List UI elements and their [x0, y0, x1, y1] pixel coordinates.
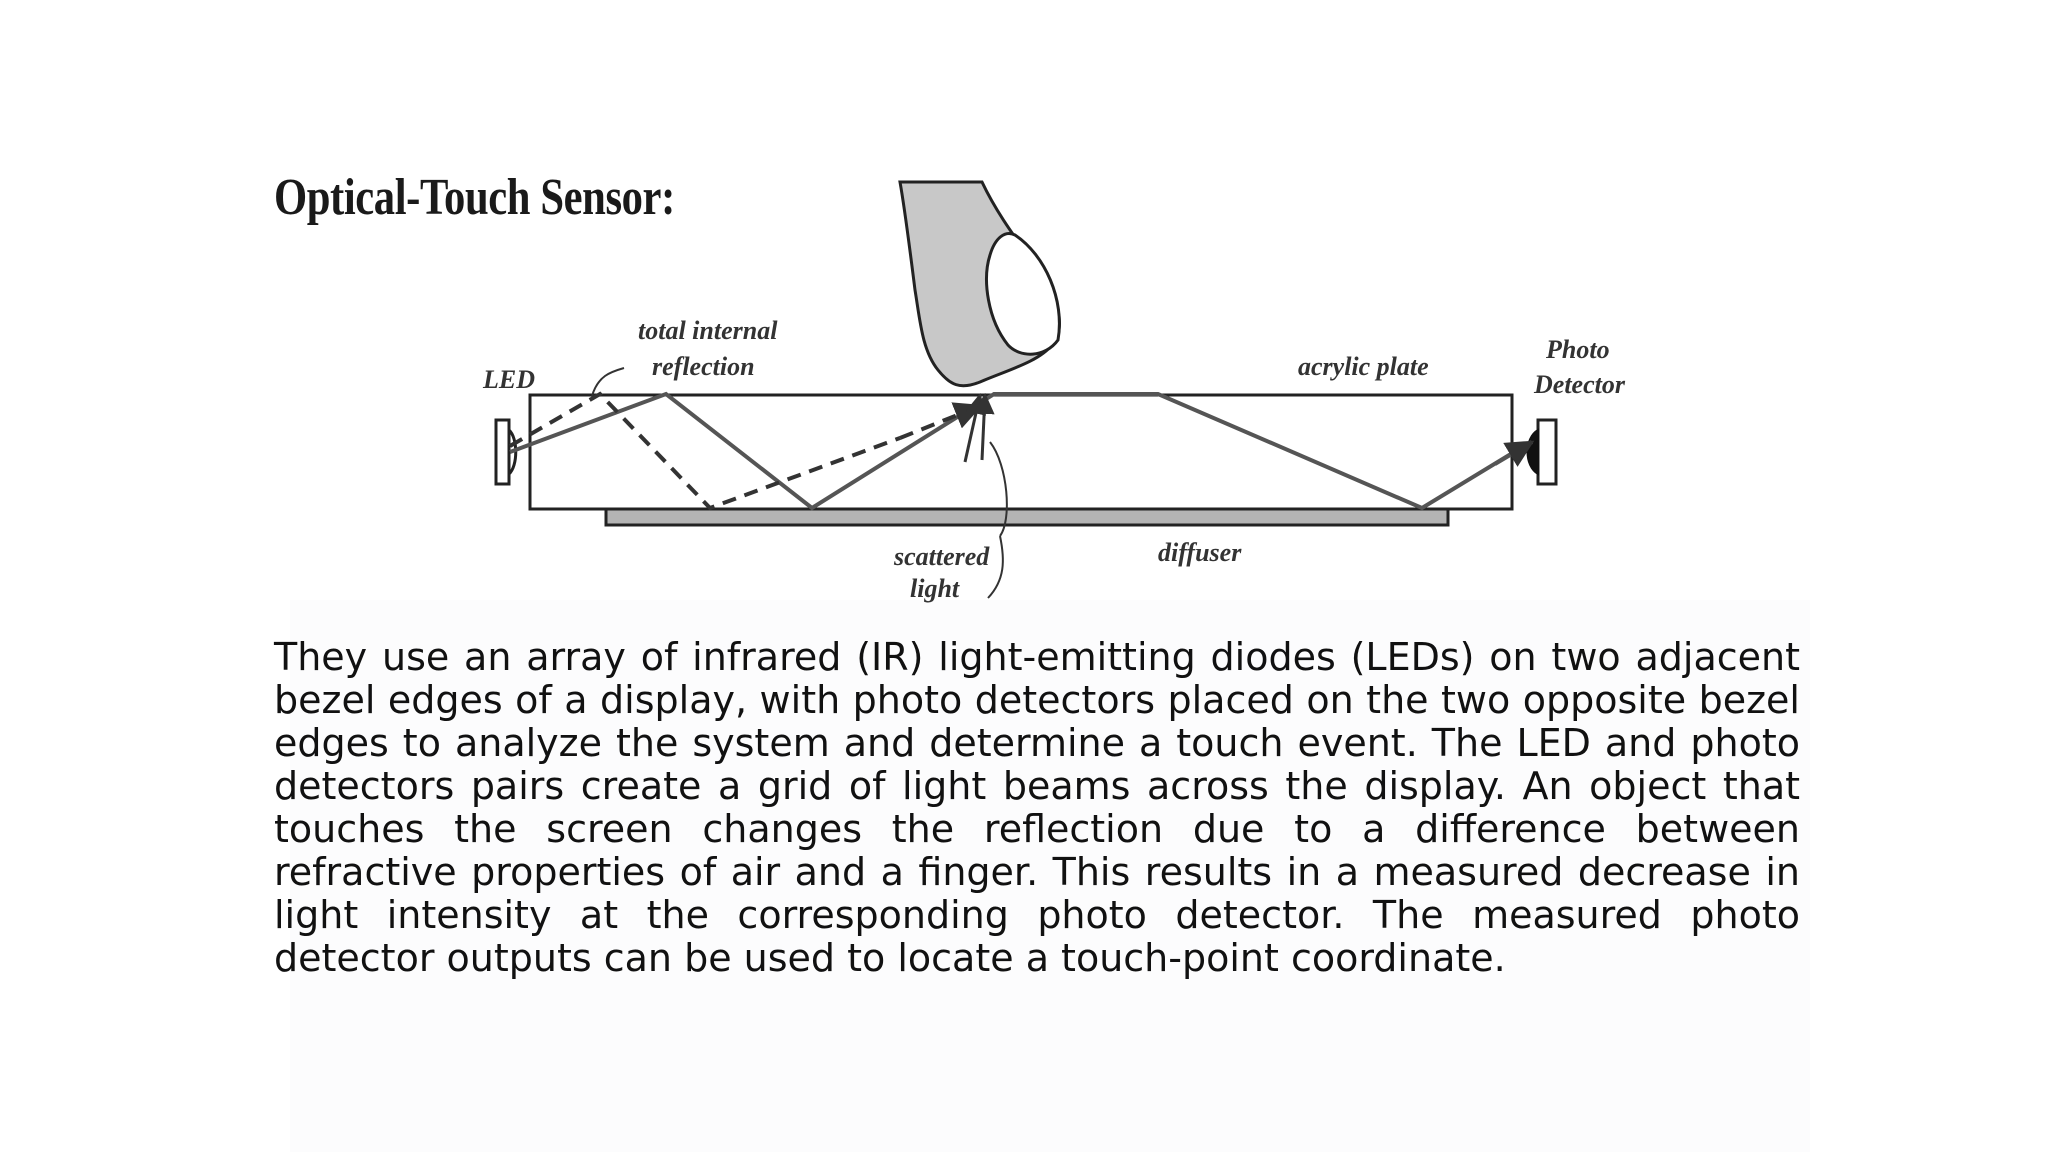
label-scattered: scattered: [893, 542, 990, 571]
label-led: LED: [482, 365, 535, 394]
scattered-light-arrows: [963, 392, 1008, 599]
finger-illustration: [898, 180, 1061, 388]
tir-beam: [509, 391, 1526, 511]
dashed-beam-arrow: [899, 402, 983, 440]
led-emitter: [494, 418, 518, 486]
diffuser-layer: [604, 507, 1450, 527]
beam-arrow-to-detector: [1493, 440, 1535, 467]
slide-title: Optical-Touch Sensor:: [274, 169, 675, 226]
label-photo: Photo: [1545, 335, 1610, 364]
label-light: light: [910, 574, 960, 603]
tir-pointer: [591, 367, 625, 397]
label-total-internal: total internal: [638, 316, 778, 345]
dashed-beam: [508, 391, 901, 511]
body-paragraph: They use an array of infrared (IR) light…: [274, 635, 1800, 980]
photo-detector: [1526, 418, 1558, 486]
label-diffuser: diffuser: [1158, 538, 1242, 567]
optical-touch-diagram: total internal reflection LED acrylic pl…: [482, 180, 1626, 603]
acrylic-plate: [528, 393, 1514, 511]
label-detector: Detector: [1533, 370, 1626, 399]
content-panel: [290, 600, 1810, 1152]
label-reflection: reflection: [652, 352, 755, 381]
label-acrylic-plate: acrylic plate: [1298, 352, 1429, 381]
